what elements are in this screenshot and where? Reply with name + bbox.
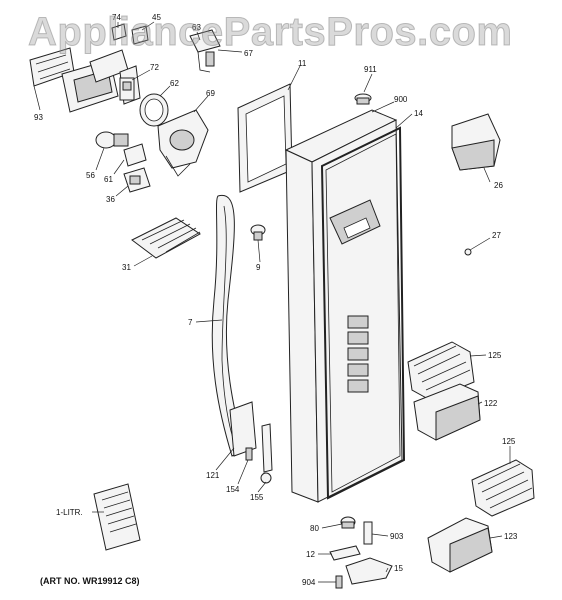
solenoid-part[interactable] [189,29,221,73]
knob-part[interactable] [250,224,266,241]
callout-12: 12 [306,550,315,559]
hinge-cover-part[interactable] [260,423,273,484]
callout-121: 121 [206,471,220,480]
callout-11: 11 [298,59,307,68]
callout-63: 63 [192,23,201,32]
callout-69: 69 [206,89,215,98]
literature-pack-part[interactable] [93,483,141,551]
door-bin-part[interactable] [413,383,481,441]
callout-14: 14 [414,109,423,118]
callout-15: 15 [394,564,403,573]
callout-93: 93 [34,113,43,122]
callout-80: 80 [310,524,319,533]
actuator-clip-part[interactable] [111,23,149,45]
callout-45: 45 [152,13,161,22]
door-liner-ribs [347,315,369,393]
wire-shelf-lower-part[interactable] [471,459,535,517]
callout-27: 27 [492,231,501,240]
dispenser-bin-part[interactable] [451,113,501,171]
callout-911: 911 [364,65,377,74]
ring-gasket-part[interactable] [139,93,169,127]
callout-903: 903 [390,532,404,541]
callout-122: 122 [484,399,498,408]
callout-125-lower: 125 [502,437,516,446]
callout-74: 74 [112,13,121,22]
bushing-part[interactable] [340,516,356,529]
switch-part[interactable] [119,77,135,101]
callout-26: 26 [494,181,503,190]
callout-67: 67 [244,49,253,58]
light-socket-part[interactable] [95,131,129,149]
hinge-part[interactable] [229,401,257,457]
cap-part[interactable] [354,93,372,105]
door-outer-panel-part[interactable] [284,109,403,503]
callout-900: 900 [394,95,408,104]
hinge-pin-part[interactable] [245,447,253,461]
dispenser-cover-panel-part[interactable] [237,83,293,193]
lower-door-bin-part[interactable] [427,517,493,573]
bracket-part[interactable] [329,545,361,561]
callout-9: 9 [256,263,261,272]
callout-1-litr: 1-LITR. [56,508,83,517]
callout-31: 31 [122,263,131,272]
callout-72: 72 [150,63,159,72]
door-gasket-part[interactable] [320,126,406,500]
screw-part[interactable] [464,248,472,256]
callout-125-upper: 125 [488,351,502,360]
callout-61: 61 [104,175,113,184]
callout-123: 123 [504,532,518,541]
drip-grille-part[interactable] [131,217,201,259]
callout-154: 154 [226,485,240,494]
callout-56: 56 [86,171,95,180]
callout-labels: 74 45 63 67 72 93 62 69 56 61 36 11 911 … [34,13,518,587]
light-switch-part[interactable] [123,167,151,193]
hinge-bottom-part[interactable] [345,557,393,585]
art-number-label: (ART NO. WR19912 C8) [40,576,140,586]
callout-155: 155 [250,493,264,502]
callout-62: 62 [170,79,179,88]
callout-7: 7 [188,318,193,327]
leader-lines [33,21,511,583]
hinge-screw-part[interactable] [335,575,343,589]
pin-part[interactable] [363,521,373,545]
callout-36: 36 [106,195,115,204]
lamp-holder-part[interactable] [123,143,147,167]
callout-904: 904 [302,578,316,587]
